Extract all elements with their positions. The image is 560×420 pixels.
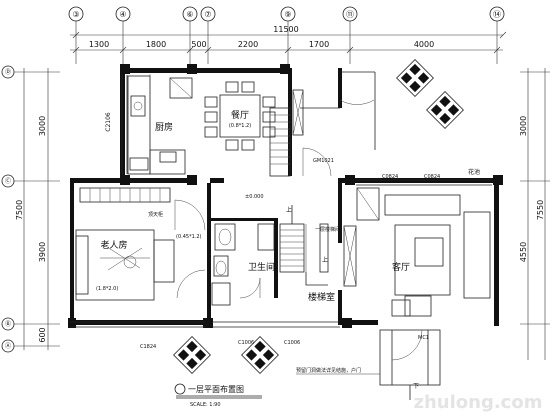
watermark: zhulong.com bbox=[414, 392, 543, 413]
dining-chairs bbox=[204, 81, 276, 151]
window-label-c2106: C2106 bbox=[105, 112, 112, 132]
bath-shower bbox=[257, 223, 275, 251]
living-room: 客厅 花池 C0824 C0824 bbox=[343, 168, 491, 317]
planter-icon-3 bbox=[173, 336, 211, 374]
dining-cabinet bbox=[292, 89, 304, 136]
stair-label: 楼梯室 bbox=[308, 291, 335, 303]
dim-total-left: 7500 bbox=[15, 200, 24, 220]
dim-right-2: 4550 bbox=[519, 242, 528, 262]
axis-bubble-4: ④ bbox=[115, 6, 131, 22]
window-label-c0824-a: C0824 bbox=[382, 174, 398, 180]
walls bbox=[68, 64, 503, 328]
svg-text:Ⓓ: Ⓓ bbox=[5, 68, 11, 76]
down-mark: 下 bbox=[413, 383, 419, 390]
svg-text:④: ④ bbox=[119, 10, 126, 19]
axis-bubble-a: Ⓐ bbox=[1, 339, 15, 353]
axis-bubble-3: ③ bbox=[68, 6, 84, 22]
door-label-mc1: MC1 bbox=[418, 335, 429, 341]
bathroom: 卫生间 (0.45*1.2) bbox=[176, 223, 275, 306]
sofa-top bbox=[384, 194, 461, 216]
window-label-c0824-b: C0824 bbox=[424, 174, 440, 180]
stair-area: 上 上 一层楼梯间 楼梯室 ±0.000 bbox=[245, 107, 340, 303]
svg-text:③: ③ bbox=[72, 10, 79, 19]
planter-icon-1 bbox=[396, 59, 434, 97]
living-label: 客厅 bbox=[392, 261, 410, 273]
axis-bubble-c: Ⓒ bbox=[1, 174, 15, 188]
dim-top-5: 1700 bbox=[309, 40, 329, 49]
flowerbed-label: 花池 bbox=[468, 168, 480, 176]
planter-icon-2 bbox=[426, 91, 464, 129]
cabinet-note: 顶天柜 bbox=[148, 211, 163, 218]
plan-title: 一层平面布置图 bbox=[188, 384, 244, 394]
window-lines bbox=[70, 71, 492, 328]
plan-scale: SCALE: 1:90 bbox=[190, 402, 221, 408]
svg-text:⑥: ⑥ bbox=[186, 10, 193, 19]
axis-bubble-14: ⑭ bbox=[489, 6, 505, 22]
dining-label: 餐厅 bbox=[231, 109, 249, 121]
kitchen-fridge bbox=[169, 77, 193, 99]
up-mark-2: 上 bbox=[322, 256, 328, 264]
toilet bbox=[213, 255, 229, 277]
dim-top-6: 4000 bbox=[414, 40, 434, 49]
svg-text:⑪: ⑪ bbox=[346, 10, 354, 19]
dim-left-3: 600 bbox=[38, 327, 47, 342]
dim-total-top: 11500 bbox=[273, 25, 298, 34]
dim-right-1: 3000 bbox=[519, 116, 528, 136]
axis-bubble-b: Ⓑ bbox=[1, 317, 15, 331]
armchair bbox=[404, 295, 432, 317]
stair-note: 一层楼梯间 bbox=[315, 226, 340, 233]
axis-bubble-7: ⑦ bbox=[200, 6, 216, 22]
dim-top-3: 500 bbox=[191, 40, 206, 49]
right-dimension-lines: 3000 4550 7550 bbox=[519, 68, 550, 360]
up-mark-1: 上 bbox=[286, 206, 292, 214]
level-mark: ±0.000 bbox=[245, 194, 264, 200]
bath-basin bbox=[214, 223, 236, 251]
dim-top-2: 1800 bbox=[146, 40, 166, 49]
coffee-table bbox=[414, 237, 444, 267]
kitchen-label: 厨房 bbox=[155, 121, 173, 133]
dim-top-1: 1300 bbox=[89, 40, 109, 49]
top-axis-grid: ③ ④ ⑥ ⑦ ⑨ ⑪ ⑭ bbox=[68, 6, 505, 64]
door-note: 预留门洞做法详见结施，户门 bbox=[296, 367, 361, 374]
window-label-c1006-a: C1006 bbox=[238, 340, 254, 346]
elder-bed-size: (1.8*2.0) bbox=[96, 286, 118, 292]
dining-table bbox=[219, 94, 261, 138]
dim-top-4: 2200 bbox=[238, 40, 258, 49]
svg-text:Ⓐ: Ⓐ bbox=[5, 342, 11, 350]
window-label-c1824: C1824 bbox=[140, 344, 156, 350]
tv-cabinet bbox=[343, 225, 357, 287]
dining-size: (0.8*1.2) bbox=[229, 123, 251, 129]
svg-text:⑨: ⑨ bbox=[284, 10, 291, 19]
axis-bubble-d: Ⓓ bbox=[1, 65, 15, 79]
axis-bubble-11: ⑪ bbox=[342, 6, 358, 22]
axis-bubble-9: ⑨ bbox=[280, 6, 296, 22]
svg-text:Ⓒ: Ⓒ bbox=[5, 177, 11, 185]
bed-headboard bbox=[75, 235, 89, 295]
svg-text:Ⓑ: Ⓑ bbox=[5, 320, 11, 328]
elder-room-label: 老人房 bbox=[100, 239, 127, 251]
title-block: 一层平面布置图 SCALE: 1:90 bbox=[174, 383, 262, 408]
dim-left-1: 3000 bbox=[38, 116, 47, 136]
bath-size: (0.45*1.2) bbox=[176, 234, 202, 240]
bath-label: 卫生间 bbox=[248, 261, 275, 273]
dim-left-2: 3900 bbox=[38, 242, 47, 262]
dining-area: 餐厅 (0.8*1.2) GM1021 bbox=[204, 81, 375, 177]
top-dimension-lines: 11500 1300 1800 500 2200 1700 4000 bbox=[70, 25, 507, 54]
kitchen-area: 厨房 C2106 bbox=[105, 74, 193, 175]
sofa-side bbox=[463, 211, 491, 299]
dim-total-right: 7550 bbox=[536, 200, 545, 220]
svg-text:⑦: ⑦ bbox=[204, 10, 211, 19]
window-label-c1006-b: C1006 bbox=[284, 340, 300, 346]
wardrobe bbox=[79, 187, 171, 203]
axis-bubble-6: ⑥ bbox=[182, 6, 198, 22]
entry-porch: MC1 下 预留门洞做法详见结施，户门 bbox=[296, 299, 441, 400]
rug bbox=[394, 224, 451, 296]
kitchen-sink bbox=[130, 95, 146, 117]
svg-text:⑭: ⑭ bbox=[493, 10, 501, 19]
door-label-gm1021: GM1021 bbox=[313, 158, 334, 164]
elder-bedroom: 顶天柜 老人房 (1.8*2.0) bbox=[75, 187, 206, 301]
left-axis-grid: Ⓓ Ⓒ Ⓑ Ⓐ 7500 3000 3900 600 bbox=[1, 65, 60, 353]
